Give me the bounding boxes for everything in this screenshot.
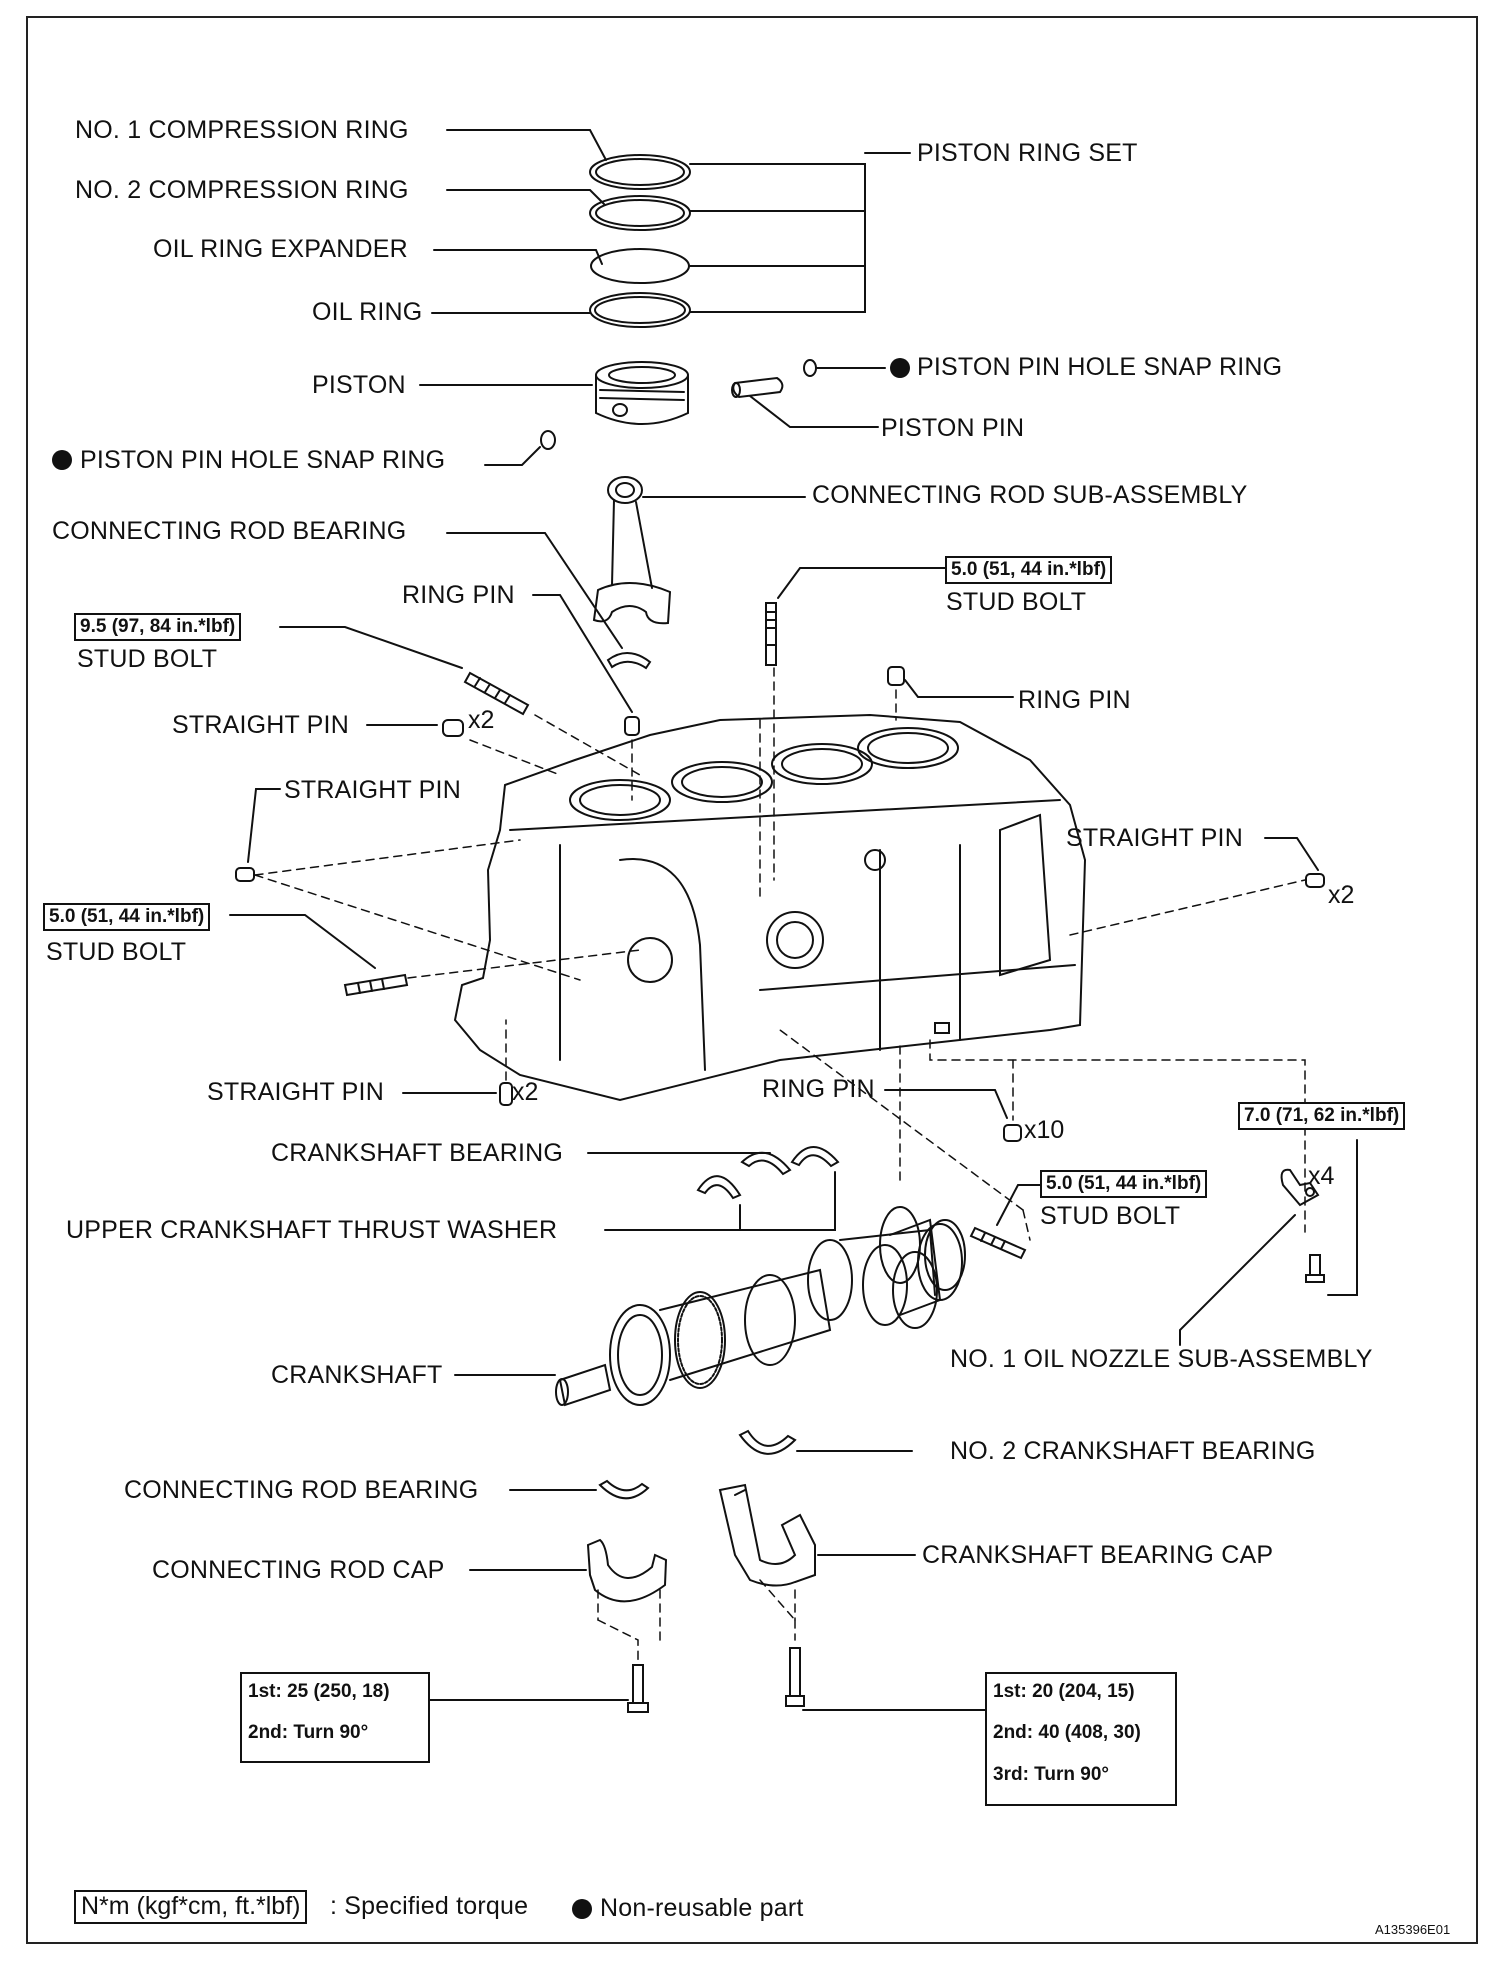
stud-bolt-lower-left-part [343, 973, 409, 997]
snap-ring-right-part [803, 359, 817, 377]
straight-pin-upper-qty: x2 [468, 706, 495, 734]
torque-oil-nozzle: 7.0 (71, 62 in.*lbf) [1238, 1102, 1406, 1130]
torque-step-1: 1st: 25 (250, 18) [248, 1681, 390, 1702]
oil-ring-expander-label: OIL RING EXPANDER [153, 235, 408, 263]
crankshaft-bearing-part [696, 1146, 840, 1200]
figure-code: A135396E01 [1375, 1922, 1451, 1937]
straight-pin-right-qty: x2 [1328, 881, 1355, 909]
no1-oil-nozzle-sub-assembly-label: NO. 1 OIL NOZZLE SUB-ASSEMBLY [950, 1345, 1373, 1373]
ring-pin-left-label: RING PIN [402, 581, 515, 609]
ring-pin-right-label: RING PIN [1018, 686, 1131, 714]
piston-pin-part [731, 376, 784, 399]
straight-pin-bottom-qty: x2 [512, 1078, 539, 1106]
piston-part [595, 361, 689, 425]
stud-bolt-top-part [765, 602, 777, 666]
torque-step-2: 2nd: Turn 90° [248, 1722, 369, 1743]
stud-bolt-upper-left-label: STUD BOLT [77, 645, 218, 673]
legend-torque-unit: N*m (kgf*cm, ft.*lbf) [74, 1890, 308, 1924]
oil-ring-label: OIL RING [312, 298, 423, 326]
straight-pin-left-part [235, 867, 255, 882]
legend-non-reusable-dot [572, 1899, 592, 1919]
straight-pin-left-label: STRAIGHT PIN [284, 776, 461, 804]
torque-stud-bolt-upper-left: 9.5 (97, 84 in.*lbf) [74, 613, 242, 641]
oil-ring-part [589, 292, 691, 328]
torque-table-crankshaft-bearing-cap: 1st: 20 (204, 15) 2nd: 40 (408, 30) 3rd:… [985, 1672, 1177, 1806]
stud-bolt-upper-left-part [463, 671, 530, 716]
non-reusable-dot [890, 358, 910, 378]
no1-compression-ring-part [589, 154, 691, 190]
oil-nozzle-bolt-part [1305, 1254, 1325, 1283]
connecting-rod-bearing-upper-part [606, 652, 652, 670]
torque-stud-bolt-lower-right: 5.0 (51, 44 in.*lbf) [1040, 1170, 1208, 1198]
straight-pin-bottom-part [499, 1082, 513, 1106]
oil-ring-expander-part [590, 248, 690, 284]
no2-compression-ring-part [589, 195, 691, 231]
ring-pin-bottom-part [1003, 1124, 1022, 1142]
oil-nozzle-qty: x4 [1308, 1162, 1335, 1190]
ring-pin-bottom-label: RING PIN [762, 1075, 875, 1103]
crankshaft-bearing-cap-part [718, 1483, 816, 1587]
crankshaft-bearing-label: CRANKSHAFT BEARING [271, 1139, 564, 1167]
stud-bolt-top-label: STUD BOLT [946, 588, 1087, 616]
snap-ring-right-label: PISTON PIN HOLE SNAP RING [917, 353, 1283, 381]
piston-pin-label: PISTON PIN [881, 414, 1025, 442]
crankshaft-label: CRANKSHAFT [271, 1361, 443, 1389]
crankshaft-bearing-cap-bolt-part [785, 1647, 805, 1707]
ring-pin-left-part [624, 716, 640, 736]
connecting-rod-cap-part [586, 1538, 668, 1603]
torque-stud-bolt-lower-left: 5.0 (51, 44 in.*lbf) [43, 903, 211, 931]
torque-step-1: 1st: 20 (204, 15) [993, 1681, 1135, 1702]
straight-pin-right-label: STRAIGHT PIN [1066, 824, 1243, 852]
snap-ring-left-label: PISTON PIN HOLE SNAP RING [80, 446, 446, 474]
stud-bolt-lower-right-part [969, 1226, 1027, 1260]
snap-ring-left-part [540, 430, 556, 450]
no1-compression-ring-label: NO. 1 COMPRESSION RING [75, 116, 409, 144]
ring-pin-right-part [887, 666, 905, 686]
connecting-rod-bearing-lower-label: CONNECTING ROD BEARING [124, 1476, 479, 1504]
straight-pin-bottom-label: STRAIGHT PIN [207, 1078, 384, 1106]
straight-pin-right-part [1305, 873, 1325, 888]
no2-compression-ring-label: NO. 2 COMPRESSION RING [75, 176, 409, 204]
torque-step-3: 3rd: Turn 90° [993, 1764, 1109, 1785]
upper-crankshaft-thrust-washer-label: UPPER CRANKSHAFT THRUST WASHER [66, 1216, 558, 1244]
cylinder-block-part [453, 713, 1087, 1102]
straight-pin-upper-part [442, 719, 464, 737]
torque-step-2: 2nd: 40 (408, 30) [993, 1722, 1141, 1743]
ring-pin-bottom-qty: x10 [1024, 1116, 1065, 1144]
crankshaft-bearing-cap-label: CRANKSHAFT BEARING CAP [922, 1541, 1274, 1569]
connecting-rod-cap-bolt-part [627, 1664, 649, 1713]
oil-nozzle-part [1280, 1168, 1320, 1207]
non-reusable-dot [52, 450, 72, 470]
no2-crankshaft-bearing-label: NO. 2 CRANKSHAFT BEARING [950, 1437, 1316, 1465]
connecting-rod-cap-label: CONNECTING ROD CAP [152, 1556, 445, 1584]
piston-label: PISTON [312, 371, 406, 399]
stud-bolt-lower-left-label: STUD BOLT [46, 938, 187, 966]
connecting-rod-bearing-upper-label: CONNECTING ROD BEARING [52, 517, 407, 545]
stud-bolt-lower-right-label: STUD BOLT [1040, 1202, 1181, 1230]
connecting-rod-bearing-lower-part [598, 1479, 650, 1500]
legend-nonreusable-desc: Non-reusable part [600, 1894, 804, 1922]
straight-pin-upper-label: STRAIGHT PIN [172, 711, 349, 739]
figure-frame [26, 16, 1478, 1944]
crankshaft-part [555, 1206, 966, 1407]
legend-torque-desc: : Specified torque [330, 1892, 529, 1920]
no2-crankshaft-bearing-part [738, 1429, 797, 1455]
torque-stud-bolt-top: 5.0 (51, 44 in.*lbf) [945, 556, 1113, 584]
piston-ring-set-label: PISTON RING SET [917, 139, 1138, 167]
connecting-rod-part [592, 476, 672, 625]
torque-table-connecting-rod-cap: 1st: 25 (250, 18) 2nd: Turn 90° [240, 1672, 430, 1763]
connecting-rod-sub-assembly-label: CONNECTING ROD SUB-ASSEMBLY [812, 481, 1248, 509]
